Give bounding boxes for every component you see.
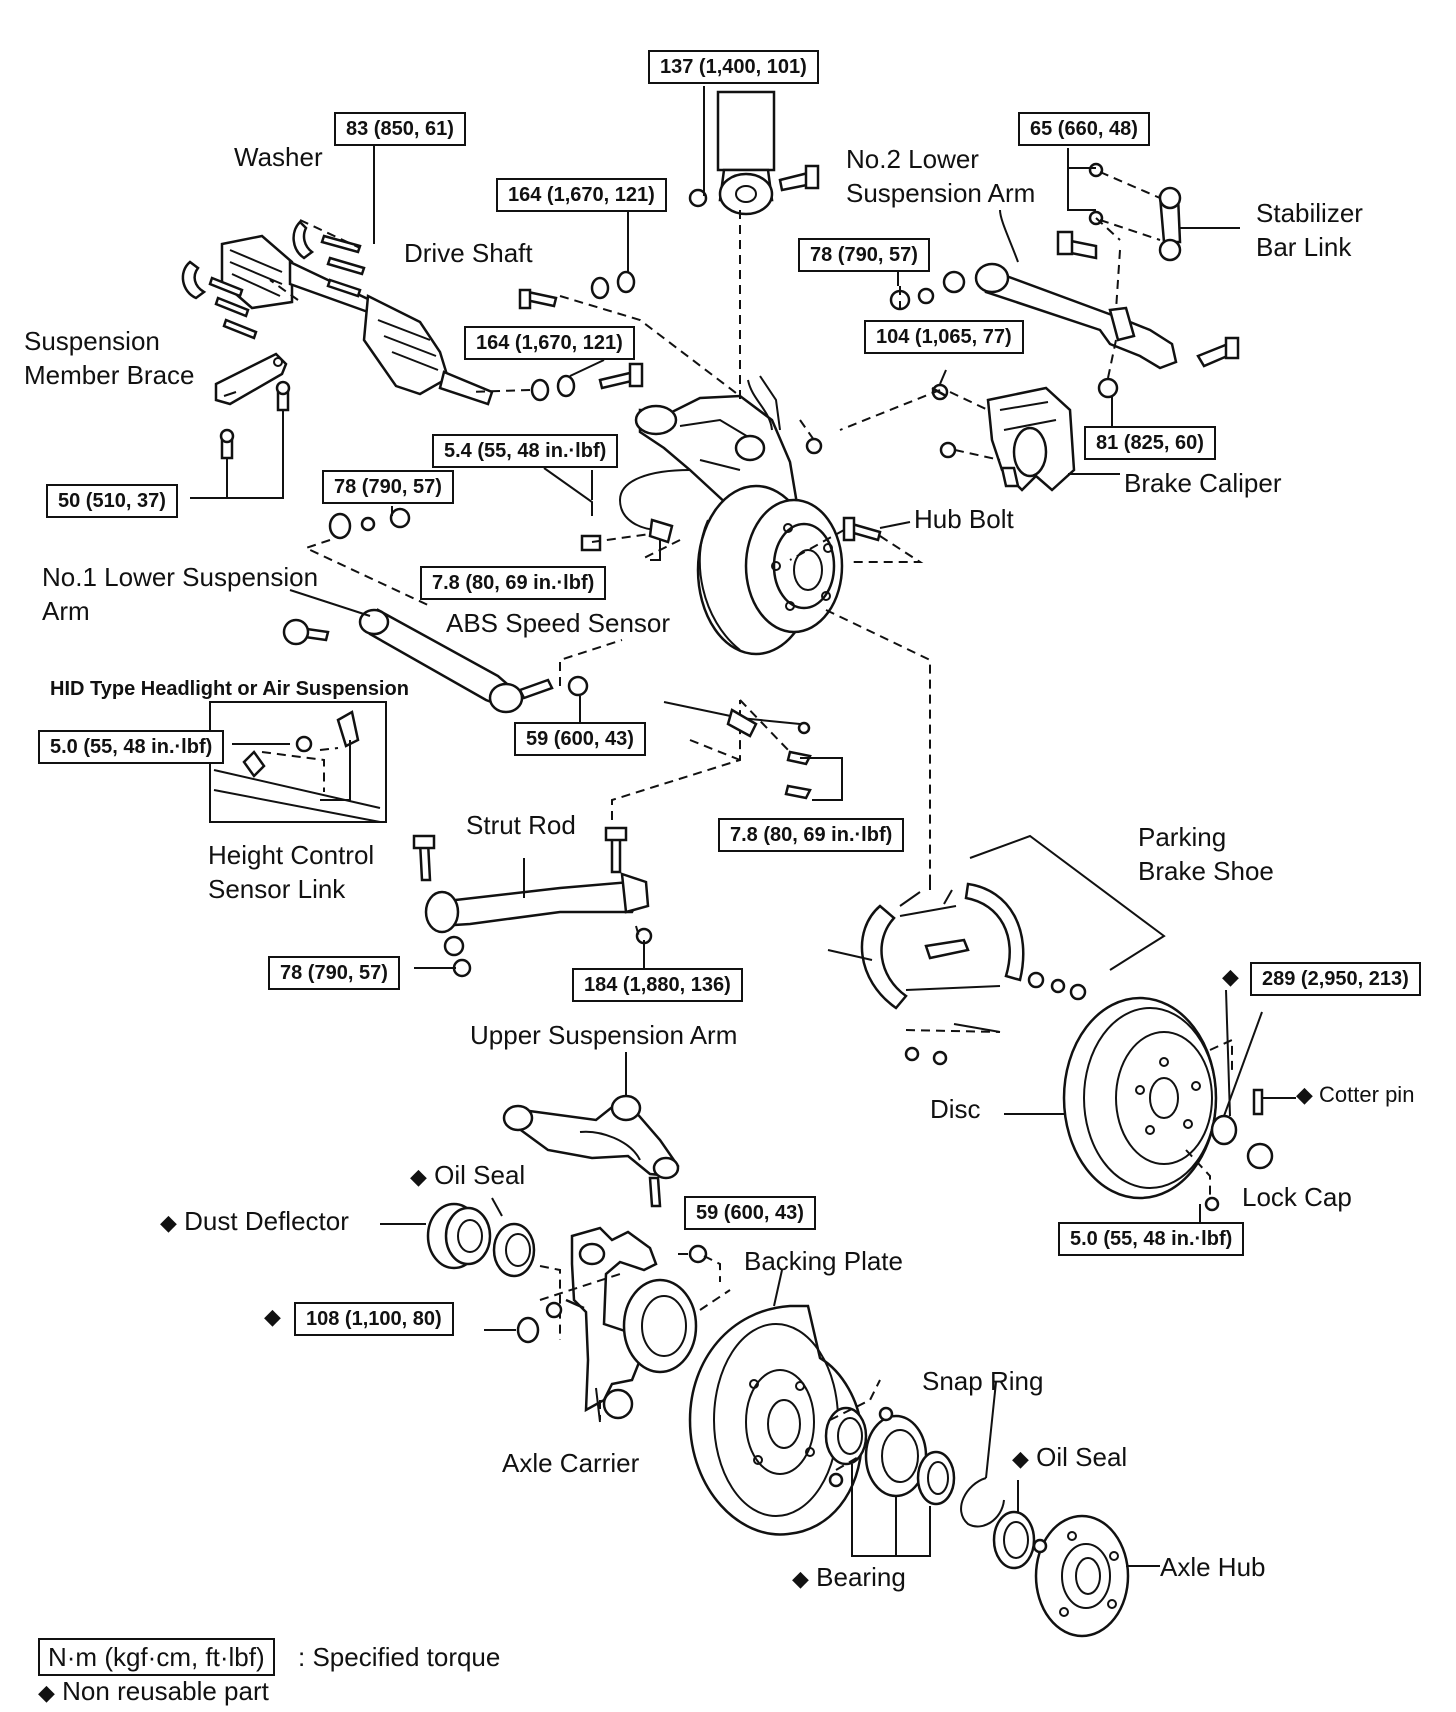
strut-rod-drawing: [412, 700, 741, 978]
non-reusable-marker: ◆: [1296, 1082, 1313, 1107]
torque-box-5-4: 5.4 (55, 48 in.·lbf): [432, 434, 619, 468]
carrier-nuts: [484, 1244, 721, 1344]
non-reusable-marker-289: ◆: [1222, 964, 1239, 989]
suspension-member-brace-label: Suspension Member Brace: [24, 326, 195, 390]
no2-arm-nuts: [889, 270, 966, 311]
bearing-label: ◆ Bearing: [792, 1560, 906, 1596]
torque-box-78-upper: 78 (790, 57): [798, 238, 930, 272]
abs-sensor-drawing: [580, 469, 691, 561]
stabilizer-bar-link-label: Stabilizer Bar Link: [1256, 198, 1363, 262]
non-reusable-marker-108: ◆: [264, 1304, 281, 1329]
hid-note-label: HID Type Headlight or Air Suspension: [50, 678, 409, 700]
parking-brake-shoe-drawing: [827, 834, 1166, 1066]
torque-box-59-lower: 59 (600, 43): [684, 1196, 816, 1230]
axle-hub-label: Axle Hub: [1160, 1552, 1266, 1582]
torque-box-7-8-brake: 7.8 (80, 69 in.·lbf): [718, 818, 905, 852]
knuckle-bolts: [469, 210, 823, 455]
legend-unit-box: N·m (kgf·cm, ft·lbf): [38, 1638, 275, 1676]
disc-label: Disc: [930, 1094, 981, 1124]
washer-label: Washer: [234, 142, 323, 172]
torque-box-59-upper: 59 (600, 43): [514, 722, 646, 756]
axle-carrier-label: Axle Carrier: [502, 1448, 640, 1478]
axle-carrier-drawing: [570, 1226, 698, 1423]
backing-plate-label: Backing Plate: [744, 1246, 903, 1276]
torque-leader-lines: [232, 86, 1231, 1307]
no1-lower-arm-label: No.1 Lower Suspension Arm: [42, 562, 319, 626]
torque-box-81: 81 (825, 60): [1084, 426, 1216, 460]
torque-box-164-upper: 164 (1,670, 121): [496, 178, 667, 212]
drive-shaft-drawing: [181, 220, 494, 406]
backing-plate-drawing: [688, 1269, 864, 1536]
oil-seal-upper-text: Oil Seal: [434, 1160, 526, 1190]
dust-deflector-text: Dust Deflector: [184, 1206, 349, 1236]
abs-speed-sensor-label: ABS Speed Sensor: [446, 608, 671, 638]
suspension-member-brace-drawing: [190, 352, 291, 499]
torque-box-137: 137 (1,400, 101): [648, 50, 819, 84]
torque-box-78-middle: 78 (790, 57): [322, 470, 454, 504]
non-reusable-marker: ◆: [410, 1164, 427, 1189]
upper-arm-drawing: [502, 1052, 680, 1208]
torque-box-78-lower: 78 (790, 57): [268, 956, 400, 990]
axle-hub-drawing: [1032, 1514, 1160, 1638]
upper-arm-label: Upper Suspension Arm: [470, 1020, 738, 1050]
non-reusable-marker: ◆: [792, 1566, 809, 1591]
legend-nonreusable: ◆ Non reusable part: [38, 1674, 269, 1710]
legend-nonreusable-text: Non reusable part: [62, 1676, 269, 1706]
oil-seal-upper-label: ◆ Oil Seal: [410, 1158, 525, 1194]
torque-box-65: 65 (660, 48): [1018, 112, 1150, 146]
oil-seal-lower-text: Oil Seal: [1036, 1442, 1128, 1472]
cotter-pin-text: Cotter pin: [1319, 1082, 1415, 1107]
oil-seal-lower-drawing: [992, 1480, 1036, 1570]
hub-bolt-label: Hub Bolt: [914, 504, 1014, 534]
dust-deflector-drawing: [380, 1197, 561, 1340]
torque-box-184: 184 (1,880, 136): [572, 968, 743, 1002]
height-control-link-label: Height Control Sensor Link: [208, 840, 375, 904]
lock-cap-label: Lock Cap: [1242, 1182, 1352, 1212]
drive-shaft-label: Drive Shaft: [404, 238, 533, 268]
torque-box-50: 50 (510, 37): [46, 484, 178, 518]
torque-box-83: 83 (850, 61): [334, 112, 466, 146]
torque-box-5-0-hid: 5.0 (55, 48 in.·lbf): [38, 730, 225, 764]
lower-arm-nuts: [303, 507, 431, 607]
dust-deflector-label: ◆ Dust Deflector: [160, 1204, 349, 1240]
legend-unit-text: : Specified torque: [298, 1642, 501, 1672]
torque-box-108: 108 (1,100, 80): [294, 1302, 454, 1336]
front-hub-assembly: [696, 484, 844, 656]
no1-lower-arm-drawing: [282, 589, 623, 714]
parking-cable-drawing: [663, 699, 843, 801]
torque-box-5-0-disc: 5.0 (55, 48 in.·lbf): [1058, 1222, 1245, 1256]
snap-ring-drawing: [960, 1381, 1005, 1528]
hid-detail-box: [209, 701, 387, 823]
cotter-pin-label: ◆ Cotter pin: [1296, 1078, 1414, 1112]
oil-seal-lower-label: ◆ Oil Seal: [1012, 1440, 1127, 1476]
torque-box-7-8-sensor: 7.8 (80, 69 in.·lbf): [420, 566, 607, 600]
disc-drawing: [1004, 996, 1233, 1212]
hub-bolt-drawing: [789, 516, 924, 563]
bearing-text: Bearing: [816, 1562, 906, 1592]
torque-box-104: 104 (1,065, 77): [864, 320, 1024, 354]
bearing-drawing: [824, 1379, 956, 1557]
assembly-dash-lines: [639, 217, 1121, 890]
non-reusable-marker: ◆: [160, 1210, 177, 1235]
non-reusable-marker: ◆: [1012, 1446, 1029, 1471]
brake-caliper-label: Brake Caliper: [1124, 468, 1282, 498]
non-reusable-marker: ◆: [38, 1680, 55, 1705]
no2-lower-arm-label: No.2 Lower Suspension Arm: [846, 144, 1036, 208]
parking-brake-shoe-label: Parking Brake Shoe: [1138, 822, 1274, 886]
strut-rod-label: Strut Rod: [466, 810, 576, 840]
snap-ring-label: Snap Ring: [922, 1366, 1044, 1396]
torque-box-164-lower: 164 (1,670, 121): [464, 326, 635, 360]
axle-nut-drawing: [1210, 1011, 1296, 1170]
drive-shaft-bolts: [208, 219, 366, 340]
no2-lower-arm-drawing: [974, 162, 1240, 399]
shock-absorber: [688, 90, 820, 216]
brake-caliper-drawing: [839, 383, 1120, 492]
torque-box-289: 289 (2,950, 213): [1250, 962, 1421, 996]
